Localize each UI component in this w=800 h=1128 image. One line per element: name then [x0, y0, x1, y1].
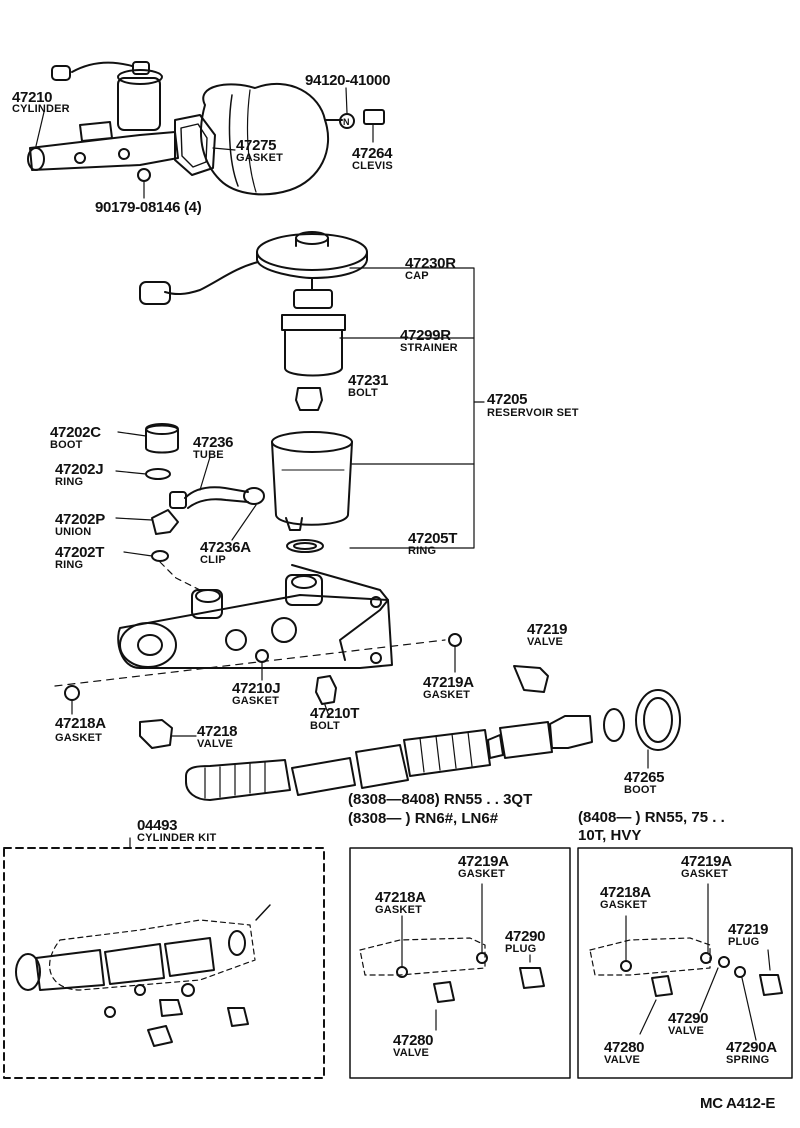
svg-text:N: N: [343, 117, 350, 127]
label-b2-47219-name: PLUG: [728, 936, 760, 948]
booster-assembly: [199, 82, 343, 196]
bolt-47231: [295, 387, 323, 411]
union-47202P: [151, 509, 179, 535]
label-47205-name: RESERVOIR SET: [487, 407, 579, 419]
label-47231-name: BOLT: [348, 387, 378, 399]
label-47219-name: VALVE: [527, 636, 564, 648]
label-b1-47218A-number: 47218A: [375, 889, 426, 906]
label-47202J-name: RING: [55, 476, 84, 488]
label-b2-47218A-number: 47218A: [600, 884, 651, 901]
label-47219A-number: 47219A: [423, 674, 474, 691]
label-47236A-name: CLIP: [200, 554, 226, 566]
label-47236A-number: 47236A: [200, 539, 251, 556]
label-04493-name: CYLINDER KIT: [137, 832, 217, 844]
label-47202T-name: RING: [55, 559, 84, 571]
diagram-code: MC A412-E: [700, 1095, 776, 1112]
label-b2-47290A-name: SPRING: [726, 1054, 770, 1066]
piston-assembly: [185, 689, 681, 801]
label-b2-47290-number: 47290: [668, 1010, 709, 1027]
reservoir-cap: [139, 231, 368, 305]
label-b1-47290-number: 47290: [505, 928, 546, 945]
ring-47205T: [286, 539, 324, 553]
label-47236-name: TUBE: [193, 449, 224, 461]
label-47210T-number: 47210T: [310, 705, 360, 722]
label-47299R-name: STRAINER: [400, 342, 458, 354]
label-47202T-number: 47202T: [55, 544, 105, 561]
label-b2-47219A-name: GASKET: [681, 868, 729, 880]
label-47210T-name: BOLT: [310, 720, 340, 732]
boot-47202C: [145, 423, 179, 454]
label-b1-47219A-number: 47219A: [458, 853, 509, 870]
note-left-line2: (8308— ) RN6#, LN6#: [348, 810, 499, 827]
label-47205T-number: 47205T: [408, 530, 458, 547]
label-47202C-name: BOOT: [50, 439, 83, 451]
label-47218A-name: GASKET: [55, 732, 103, 744]
label-47275-name: GASKET: [236, 152, 284, 164]
label-b1-47219A-name: GASKET: [458, 868, 506, 880]
master-cylinder-body: [54, 564, 446, 687]
reservoir-tank: [271, 431, 353, 531]
label-47219A-name: GASKET: [423, 689, 471, 701]
label-b1-47280-name: VALVE: [393, 1047, 430, 1059]
label-47236-number: 47236: [193, 434, 234, 451]
ring-47202J: [145, 468, 171, 480]
label-47219-number: 47219: [527, 621, 568, 638]
reservoir-set-bracket: [339, 267, 485, 549]
label-b2-47280-number: 47280: [604, 1039, 645, 1056]
label-47210J-number: 47210J: [232, 680, 281, 697]
label-47218-name: VALVE: [197, 738, 234, 750]
note-right-line2: 10T, HVY: [578, 827, 642, 844]
note-left-line1: (8308—8408) RN55 . . 3QT: [348, 791, 533, 808]
label-47231-number: 47231: [348, 372, 389, 389]
label-47264-number: 47264: [352, 145, 393, 162]
tube-47236: [169, 486, 265, 509]
leader-lines-top: [35, 87, 374, 199]
label-90179-number: 90179-08146 (4): [95, 199, 202, 216]
master-cylinder-top: [27, 61, 179, 171]
label-47202P-number: 47202P: [55, 511, 105, 528]
label-47218-number: 47218: [197, 723, 238, 740]
label-b2-47219-number: 47219: [728, 921, 769, 938]
label-47202P-name: UNION: [55, 526, 92, 538]
label-b2-47219A-number: 47219A: [681, 853, 732, 870]
label-47230R-name: CAP: [405, 270, 429, 282]
label-b2-47290A-number: 47290A: [726, 1039, 777, 1056]
small-fittings: [64, 633, 549, 749]
label-b1-47290-name: PLUG: [505, 943, 537, 955]
ring-47202T: [151, 550, 169, 562]
label-47210-name: CYLINDER: [12, 103, 70, 115]
label-47275-number: 47275: [236, 137, 277, 154]
label-b2-47218A-name: GASKET: [600, 899, 648, 911]
label-47205-number: 47205: [487, 391, 528, 408]
label-b1-47218A-name: GASKET: [375, 904, 423, 916]
label-b2-47280-name: VALVE: [604, 1054, 641, 1066]
clevis-part: N: [339, 109, 385, 129]
label-47299R-number: 47299R: [400, 327, 451, 344]
label-47218A-number: 47218A: [55, 715, 106, 732]
cylinder-kit: [3, 837, 325, 1079]
leader-lines-mid: [115, 431, 257, 591]
label-b1-47280-number: 47280: [393, 1032, 434, 1049]
variant-box-2: [577, 847, 793, 1079]
label-94120-number: 94120-41000: [305, 72, 391, 89]
label-47230R-number: 47230R: [405, 255, 456, 272]
label-47210J-name: GASKET: [232, 695, 280, 707]
label-47264-name: CLEVIS: [352, 160, 393, 172]
label-04493-number: 04493: [137, 817, 178, 834]
label-47202C-number: 47202C: [50, 424, 101, 441]
label-47210-number: 47210: [12, 89, 53, 106]
label-b2-47290-name: VALVE: [668, 1025, 705, 1037]
label-47202J-number: 47202J: [55, 461, 104, 478]
nut-90179: [137, 168, 151, 182]
strainer: [281, 289, 346, 377]
gasket-plate-47275: [174, 114, 216, 176]
label-47265-number: 47265: [624, 769, 665, 786]
note-right-line1: (8408— ) RN55, 75 . .: [578, 809, 725, 826]
label-47265-name: BOOT: [624, 784, 657, 796]
label-47205T-name: RING: [408, 545, 437, 557]
variant-box-1: [349, 847, 571, 1079]
